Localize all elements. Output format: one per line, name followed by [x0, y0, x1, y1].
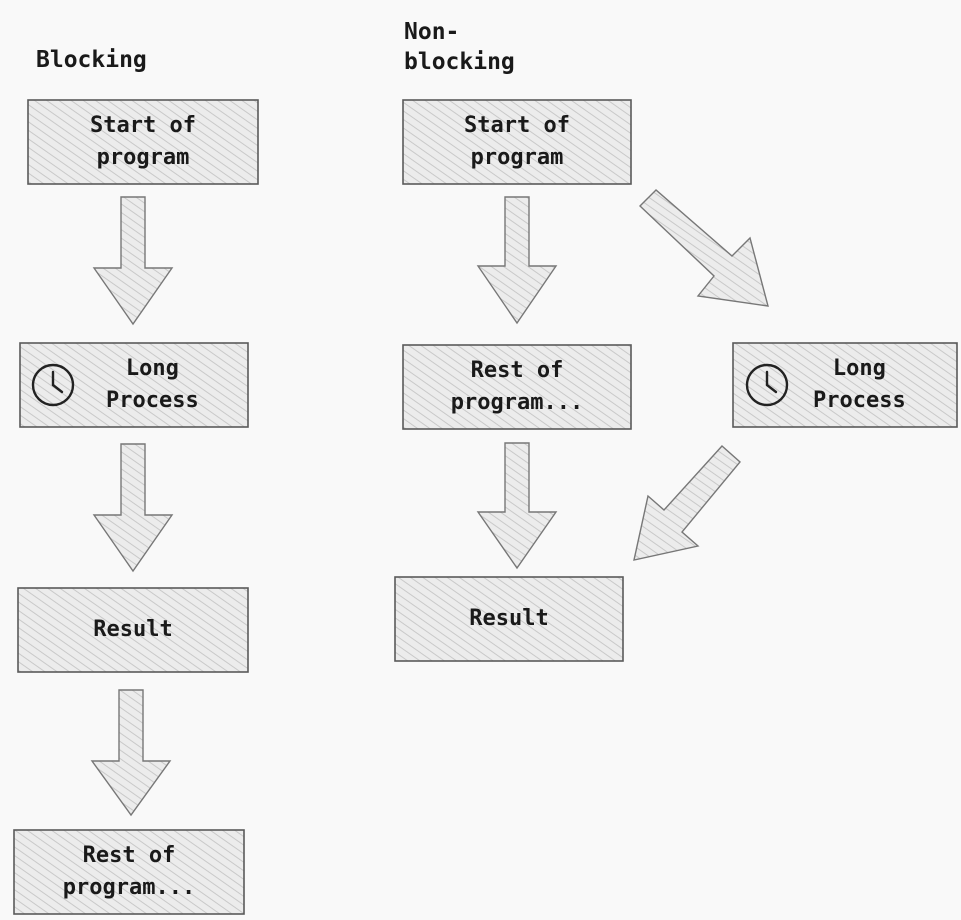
- nonblocking-arrow-down-1: [476, 196, 558, 325]
- blocking-arrow-2: [92, 443, 174, 573]
- blocking-start-box: [27, 99, 259, 185]
- nonblocking-result-label: Result: [469, 606, 549, 632]
- blocking-long-process-label: Long Process: [20, 343, 248, 427]
- clock-icon: [31, 363, 75, 407]
- clock-icon: [745, 363, 789, 407]
- nonblocking-start-box: [402, 99, 632, 185]
- nonblocking-start-label: Start of program: [464, 113, 570, 170]
- blocking-result-label: Result: [93, 617, 173, 643]
- blocking-result-box: [17, 587, 249, 673]
- nonblocking-long-process-label: Long Process: [733, 343, 957, 427]
- blocking-heading: Blocking: [36, 47, 147, 73]
- blocking-arrow-1: [92, 196, 174, 326]
- blocking-long-process-text: Long Process: [106, 356, 199, 413]
- blocking-rest-box: [13, 829, 245, 915]
- blocking-rest-label: Rest of program...: [62, 843, 196, 900]
- blocking-start-label: Start of program: [90, 113, 196, 170]
- blocking-arrow-3: [90, 689, 172, 817]
- nonblocking-arrow-down-2: [476, 442, 558, 570]
- nonblocking-arrow-to-result: [633, 445, 741, 561]
- nonblocking-arrow-to-long-process: [638, 189, 769, 307]
- nonblocking-rest-box: [402, 344, 632, 430]
- nonblocking-heading: Non- blocking: [404, 19, 515, 75]
- nonblocking-long-process-box: [732, 342, 958, 428]
- nonblocking-result-box: [394, 576, 624, 662]
- blocking-long-process-box: [19, 342, 249, 428]
- nonblocking-rest-label: Rest of program...: [450, 358, 584, 415]
- nonblocking-long-process-text: Long Process: [813, 356, 906, 413]
